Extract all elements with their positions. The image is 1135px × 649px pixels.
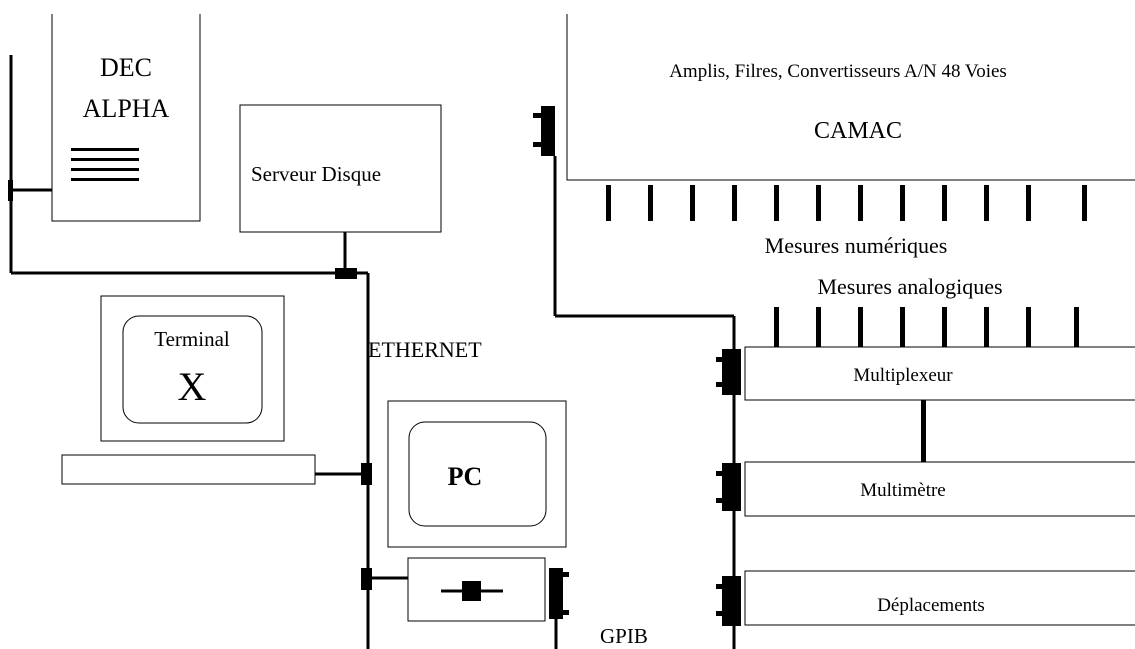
multimetre-box: [744, 461, 1135, 517]
gpib-bus: [553, 156, 736, 649]
multimetre-connector-icon: [716, 463, 741, 511]
mesures-analogiques-label: Mesures analogiques: [817, 274, 1002, 299]
multiplexeur-multimetre-link: [921, 400, 926, 462]
terminal-screen: [122, 315, 263, 424]
deplacements-node: Déplacements: [716, 570, 1135, 626]
multiplexeur-node: Multiplexeur: [716, 346, 1135, 401]
dec-alpha-line1: DEC: [100, 53, 152, 82]
mesures-numeriques-label: Mesures numériques: [765, 233, 948, 258]
multimetre-label: Multimètre: [860, 480, 945, 501]
gpib-card-connector-icon: [549, 568, 569, 619]
dec-alpha-node: DEC ALPHA: [51, 14, 201, 222]
terminal-x-label: X: [178, 364, 207, 409]
deplacements-label: Déplacements: [877, 595, 985, 616]
gpib-chip-icon: [462, 581, 481, 601]
terminal-tap: [361, 463, 372, 485]
gpib-card-tap: [361, 568, 372, 590]
multiplexeur-label: Multiplexeur: [853, 365, 953, 386]
deplacements-box: [744, 570, 1135, 626]
multiplexeur-connector-icon: [716, 349, 741, 395]
multiplexeur-box: [744, 346, 1135, 401]
dec-alpha-line2: ALPHA: [83, 94, 170, 123]
gpib-card-node: GPIB: [407, 557, 648, 649]
gpib-label: GPIB: [600, 624, 648, 648]
camac-title: CAMAC: [814, 118, 902, 144]
dec-alpha-tap: [8, 180, 13, 201]
pc-label: PC: [448, 462, 483, 491]
camac-connector-icon: [533, 106, 555, 156]
multimetre-node: Multimètre: [716, 461, 1135, 517]
drive-lines-icon: [71, 148, 139, 181]
analog-pins: [774, 307, 1079, 347]
ethernet-label: ETHERNET: [368, 337, 482, 362]
pc-node: PC: [387, 400, 567, 548]
camac-digital-pins: [606, 185, 1087, 221]
serveur-disque-label: Serveur Disque: [251, 162, 381, 186]
pc-screen: [408, 421, 547, 527]
camac-subtitle: Amplis, Filres, Convertisseurs A/N 48 Vo…: [669, 61, 1007, 82]
serveur-disque-box: [239, 104, 442, 233]
terminal-label: Terminal: [154, 327, 230, 351]
camac-node: Amplis, Filres, Convertisseurs A/N 48 Vo…: [533, 14, 1135, 258]
deplacements-connector-icon: [716, 576, 741, 626]
terminal-keyboard: [61, 454, 316, 485]
ethernet-network: ETHERNET: [8, 55, 482, 649]
serveur-disque-node: Serveur Disque: [239, 104, 442, 233]
serveur-disque-tap: [335, 268, 357, 279]
camac-box: [566, 14, 1135, 181]
terminal-x-node: Terminal X: [61, 295, 316, 485]
